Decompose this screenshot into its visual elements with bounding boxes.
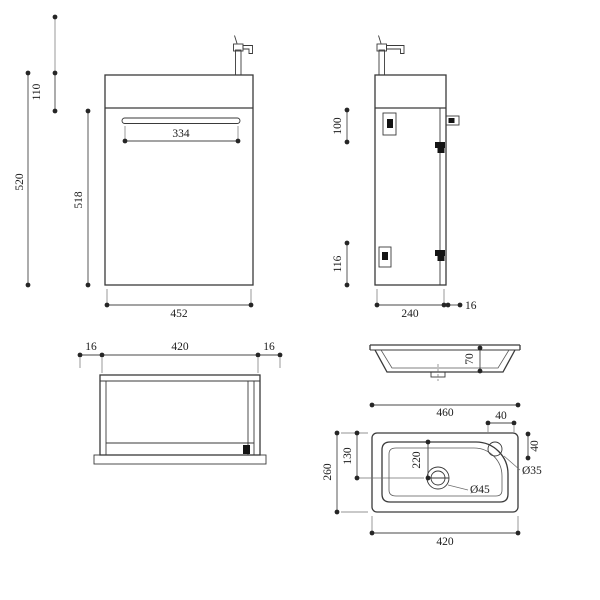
dim-label-420-top: 420 [171, 341, 189, 353]
faucet-side [376, 35, 405, 76]
dim-label-dia45: Ø45 [470, 484, 490, 496]
door-catch [243, 445, 250, 454]
dim-label-220: 220 [411, 451, 423, 469]
side-view [374, 35, 460, 286]
faucet-front [233, 35, 253, 76]
dim-label-334: 334 [172, 128, 190, 140]
dim-label-520: 520 [14, 173, 26, 191]
cabinet-side-outline [374, 74, 447, 286]
dim-label-110: 110 [31, 83, 43, 100]
basin-profile-dimensions: 70 460 [369, 345, 521, 419]
front-view-dimensions: 110 520 518 334 452 [14, 14, 254, 320]
dim-label-dia35: Ø35 [522, 465, 542, 477]
side-view-dimensions: 100 116 240 16 [332, 107, 477, 320]
basin-bowl-outer [374, 349, 516, 373]
interior-bracket-top [382, 112, 397, 136]
basin-floor [388, 447, 503, 497]
wall-mount-bracket [445, 115, 460, 126]
dim-label-240: 240 [401, 308, 419, 320]
dim-label-16-left: 16 [85, 341, 97, 353]
dim-label-460: 460 [436, 407, 454, 419]
basin-bowl-inner [380, 349, 510, 369]
basin-rim [381, 441, 509, 503]
dim-label-16-right: 16 [263, 341, 275, 353]
open-door-edge [93, 454, 267, 465]
dim-label-40-top: 40 [495, 410, 507, 422]
dim-label-70: 70 [464, 353, 476, 365]
dim-label-100: 100 [332, 117, 344, 135]
basin-profile-view [369, 344, 521, 381]
basin-top-view [371, 432, 519, 513]
dim-label-518: 518 [73, 191, 85, 209]
dim-label-116: 116 [332, 255, 344, 272]
dim-label-16-side: 16 [465, 300, 477, 312]
dim-label-260: 260 [322, 463, 334, 481]
basin-top-dimensions: 40 40 Ø35 Ø45 130 260 220 420 [322, 410, 542, 548]
basin-top-outline [371, 432, 519, 513]
dim-label-452: 452 [170, 308, 188, 320]
front-view [104, 35, 254, 286]
cabinet-front-outline [104, 74, 254, 286]
faucet-hole [487, 441, 503, 457]
dim-label-420-basin: 420 [436, 536, 454, 548]
dim-label-40-right: 40 [529, 440, 541, 452]
hinge-top [435, 142, 445, 153]
top-open-view-dimensions: 16 420 16 [77, 341, 283, 373]
handle-groove [121, 117, 241, 124]
top-open-view [93, 374, 267, 465]
interior-bracket-bottom [378, 246, 392, 268]
hinge-bottom [435, 250, 445, 261]
dim-label-130: 130 [342, 447, 354, 465]
